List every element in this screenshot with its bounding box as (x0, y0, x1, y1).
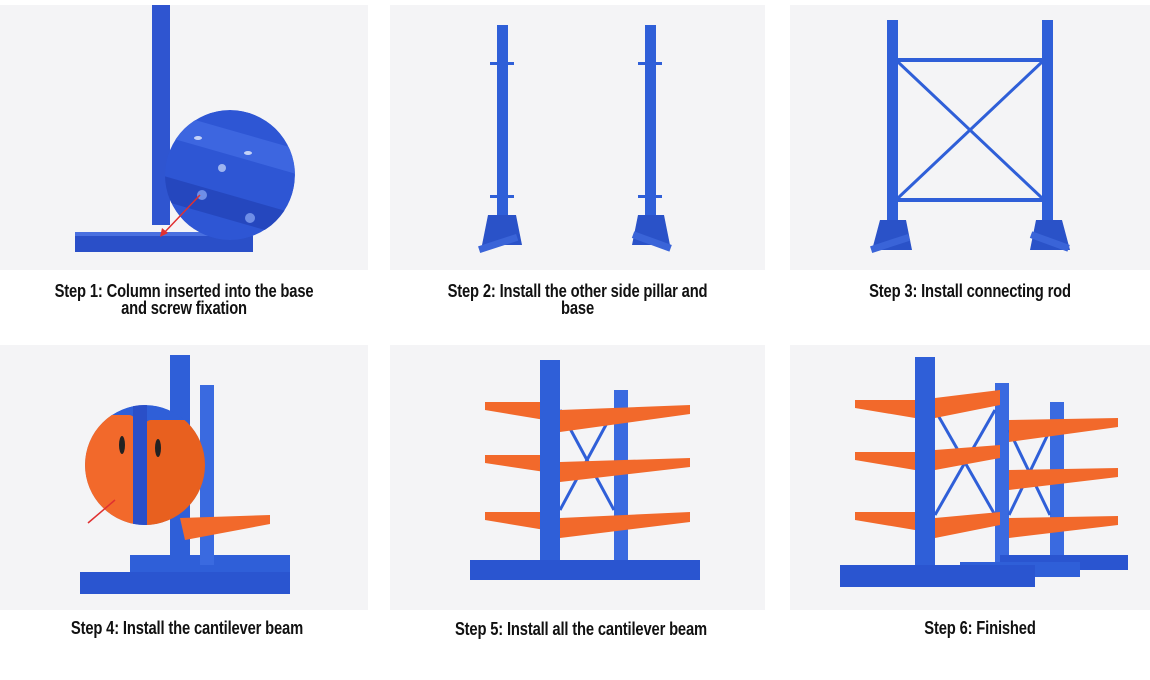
pointer-arrow (162, 194, 201, 235)
base-beam (75, 232, 253, 252)
step-1-caption-line1: Step 1: Column inserted into the base (54, 281, 314, 301)
step-6-caption: Step 6: Finished (824, 618, 1136, 638)
step-4-caption-line1: Step 4: Install the cantilever beam (70, 618, 304, 638)
step-3-panel (790, 5, 1150, 270)
step-1-caption-line2: and screw fixation (121, 298, 247, 318)
step-3-caption: Step 3: Install connecting rod (822, 281, 1117, 301)
step-5-caption-line1: Step 5: Install all the cantilever beam (454, 619, 707, 639)
step-4-caption: Step 4: Install the cantilever beam (34, 618, 341, 638)
step-3-illustration (870, 20, 1070, 253)
step-2-caption: Step 2: Install the other side pillar an… (424, 281, 732, 318)
step-3-caption-line1: Step 3: Install connecting rod (869, 281, 1071, 301)
step-6-illustration (840, 357, 1128, 587)
step-2-caption-line2: base (560, 298, 594, 318)
step-5-caption: Step 5: Install all the cantilever beam (424, 619, 737, 639)
step-2-illustration (478, 25, 672, 253)
step-2-panel (390, 5, 765, 270)
step-2-caption-line1: Step 2: Install the other side pillar an… (447, 281, 708, 301)
step-6-caption-line1: Step 6: Finished (924, 618, 1036, 638)
step-1-illustration (75, 5, 295, 252)
step-5-illustration (470, 360, 700, 580)
zoom-detail-circle (165, 110, 295, 240)
step-4-illustration (80, 355, 290, 594)
step-1-caption: Step 1: Column inserted into the base an… (33, 281, 335, 318)
